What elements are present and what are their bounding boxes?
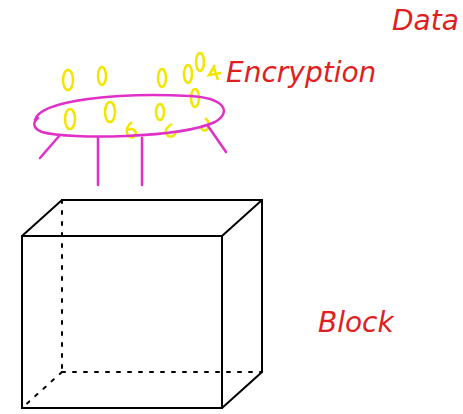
encryption-tray	[34, 95, 226, 185]
label-text: Data	[392, 6, 459, 37]
label-text: Encryption	[226, 58, 376, 89]
label-text: Block	[318, 308, 394, 339]
block-cube	[22, 200, 262, 408]
